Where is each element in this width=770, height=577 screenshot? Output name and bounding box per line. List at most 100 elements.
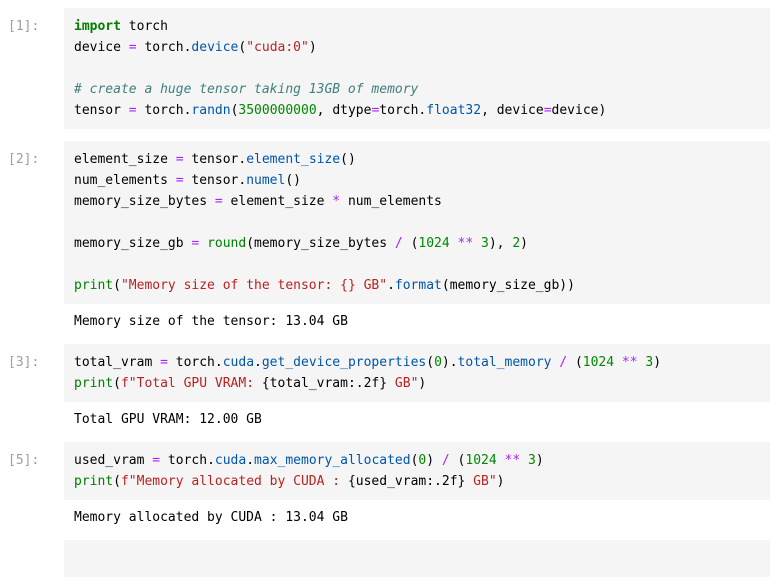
code-block: total_vram = torch.cuda.get_device_prope… xyxy=(74,352,760,394)
code-token: torch. xyxy=(167,355,223,370)
code-token: ) xyxy=(653,355,662,370)
code-token: total_memory xyxy=(457,355,552,370)
code-token xyxy=(199,236,207,251)
code-token: / xyxy=(394,236,403,251)
code-token: import xyxy=(74,19,121,34)
code-token xyxy=(614,355,622,370)
code-line: # create a huge tensor taking 13GB of me… xyxy=(74,79,760,100)
cell-prompt: [5]: xyxy=(8,453,40,468)
code-token: , device xyxy=(481,103,544,118)
code-token: 3 xyxy=(528,453,536,468)
code-token: ( xyxy=(402,236,419,251)
code-token: ( xyxy=(449,453,466,468)
code-token: = xyxy=(214,194,223,209)
code-token: 1024 xyxy=(465,453,497,468)
code-line: tensor = torch.randn(3500000000, dtype=t… xyxy=(74,100,760,121)
code-cell: [5]: used_vram = torch.cuda.max_memory_al… xyxy=(0,442,770,528)
code-token: memory_size_bytes xyxy=(74,194,215,209)
code-token: / xyxy=(559,355,568,370)
code-token: ( xyxy=(113,376,121,391)
code-token: . xyxy=(254,355,262,370)
cell-prompt: [1]: xyxy=(8,19,40,34)
code-token: get_device_properties xyxy=(261,355,427,370)
code-token: total_vram xyxy=(74,355,161,370)
code-token: memory_size_gb xyxy=(74,236,192,251)
code-line: print("Memory size of the tensor: {} GB"… xyxy=(74,275,760,296)
code-token: ** xyxy=(621,355,638,370)
code-line: used_vram = torch.cuda.max_memory_alloca… xyxy=(74,450,760,471)
code-token: ( xyxy=(238,40,247,55)
code-token: f"Memory allocated by CUDA : xyxy=(120,474,348,489)
code-block xyxy=(74,548,760,569)
code-token: torch. xyxy=(136,103,192,118)
cell-prompt: [3]: xyxy=(8,355,40,370)
code-token: ( xyxy=(410,453,419,468)
output-text: Memory size of the tensor: 13.04 GB xyxy=(74,314,348,329)
code-token xyxy=(497,453,505,468)
code-line xyxy=(74,58,760,79)
code-token: 1024 xyxy=(418,236,450,251)
code-token: torch. xyxy=(160,453,215,468)
code-token: ) xyxy=(426,453,442,468)
code-token: num_elements xyxy=(74,173,176,188)
code-token: tensor. xyxy=(183,173,247,188)
code-token: print xyxy=(74,376,114,391)
cell-prompt xyxy=(0,540,64,577)
cell-input-area: [3]: total_vram = torch.cuda.get_device_p… xyxy=(0,344,770,402)
code-token: () xyxy=(340,152,356,167)
code-token: ) xyxy=(308,40,317,55)
code-token: element_size xyxy=(246,152,341,167)
code-token: torch. xyxy=(379,103,427,118)
code-token: cuda xyxy=(214,453,247,468)
code-token: torch xyxy=(120,19,168,34)
code-token: "Memory size of the tensor: {} GB" xyxy=(120,278,388,293)
code-token: = xyxy=(152,453,161,468)
code-token: device) xyxy=(551,103,607,118)
code-cell: [2]:element_size = tensor.element_size()… xyxy=(0,141,770,332)
code-line: import torch xyxy=(74,16,760,37)
code-token: , dtype xyxy=(316,103,372,118)
code-cell: [3]: total_vram = torch.cuda.get_device_p… xyxy=(0,344,770,430)
code-token: . xyxy=(387,278,395,293)
code-token: ( xyxy=(230,103,239,118)
code-token: device xyxy=(191,40,239,55)
partial-code-cell xyxy=(0,540,770,577)
code-token: randn xyxy=(191,103,231,118)
code-token: numel xyxy=(246,173,286,188)
code-editor[interactable] xyxy=(64,540,770,577)
code-editor[interactable]: total_vram = torch.cuda.get_device_prope… xyxy=(64,344,770,402)
cell-input-area: [5]: used_vram = torch.cuda.max_memory_al… xyxy=(0,442,770,500)
code-token: {used_vram:.2f} xyxy=(347,474,466,489)
code-token: 3500000000 xyxy=(238,103,317,118)
code-editor[interactable]: used_vram = torch.cuda.max_memory_alloca… xyxy=(64,442,770,500)
code-token: ( xyxy=(113,278,121,293)
code-token: element_size xyxy=(74,152,176,167)
code-editor[interactable]: element_size = tensor.element_size()num_… xyxy=(64,141,770,304)
code-token xyxy=(450,236,458,251)
code-line xyxy=(74,548,760,569)
code-line xyxy=(74,212,760,233)
code-token: print xyxy=(74,474,114,489)
code-line: total_vram = torch.cuda.get_device_prope… xyxy=(74,352,760,373)
code-token: * xyxy=(332,194,341,209)
code-token: ** xyxy=(457,236,474,251)
code-token: round xyxy=(207,236,247,251)
code-token: 0 xyxy=(434,355,442,370)
code-token: device xyxy=(74,40,129,55)
code-token: print xyxy=(74,278,114,293)
code-token: 1024 xyxy=(582,355,615,370)
code-token: ) xyxy=(418,376,427,391)
code-token: num_elements xyxy=(340,194,442,209)
code-line: device = torch.device("cuda:0") xyxy=(74,37,760,58)
output-prompt-spacer xyxy=(0,311,64,332)
code-token: (memory_size_gb)) xyxy=(441,278,575,293)
code-token: {total_vram:.2f} xyxy=(261,376,388,391)
cell-input-area: [2]:element_size = tensor.element_size()… xyxy=(0,141,770,304)
output-text: Memory allocated by CUDA : 13.04 GB xyxy=(74,510,348,525)
code-token: = xyxy=(175,173,184,188)
code-token: = xyxy=(175,152,184,167)
code-token: ( xyxy=(113,474,121,489)
code-token: element_size xyxy=(222,194,333,209)
